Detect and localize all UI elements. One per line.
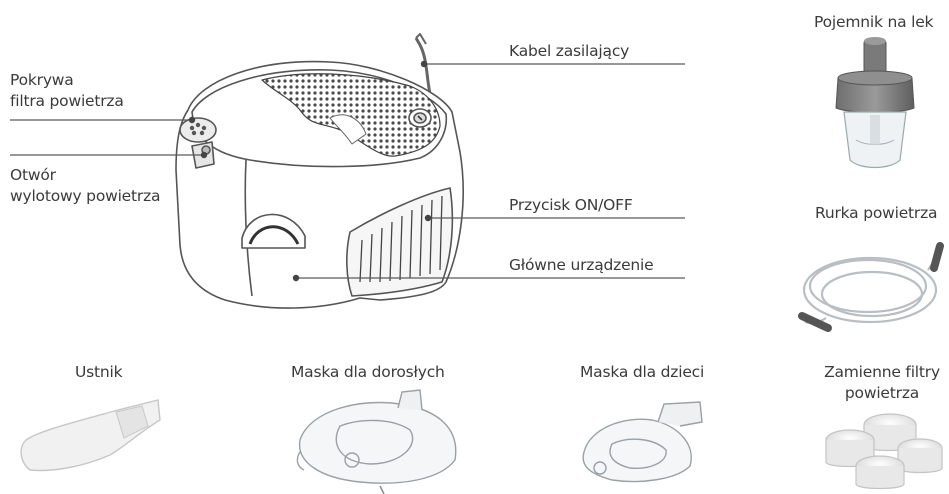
label-pojemnik-na-lek: Pojemnik na lek xyxy=(814,12,933,33)
label-kabel-zasilajacy: Kabel zasilający xyxy=(509,41,629,62)
label-maska-dla-doroslych: Maska dla dorosłych xyxy=(291,362,445,383)
label-maska-dla-dzieci: Maska dla dzieci xyxy=(580,362,704,383)
label-otwor-line2: wylotowy powietrza xyxy=(10,186,160,207)
nebulizer-device-icon xyxy=(176,34,463,308)
label-pokrywa-line1: Pokrywa xyxy=(10,70,74,91)
label-otwor-line1: Otwór xyxy=(10,165,56,186)
medicine-cup-icon xyxy=(836,37,914,168)
label-glowne-urzadzenie: Główne urządzenie xyxy=(509,255,653,276)
label-ustnik: Ustnik xyxy=(75,362,122,383)
air-tube-icon xyxy=(802,246,940,328)
mouthpiece-icon xyxy=(21,400,160,470)
label-zamienne-filtry-line2: powietrza xyxy=(818,383,946,404)
label-rurka-powietrza: Rurka powietrza xyxy=(815,203,937,224)
label-zamienne-filtry-line1: Zamienne filtry xyxy=(818,362,946,383)
child-mask-icon xyxy=(583,402,702,481)
label-pokrywa-line2: filtra powietrza xyxy=(10,91,124,112)
air-filters-icon xyxy=(826,414,942,489)
adult-mask-icon xyxy=(297,390,455,494)
label-przycisk-on-off: Przycisk ON/OFF xyxy=(509,195,633,216)
